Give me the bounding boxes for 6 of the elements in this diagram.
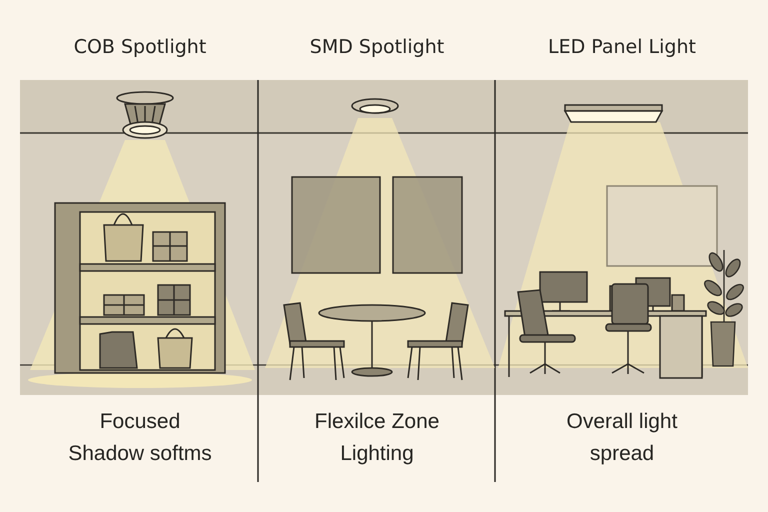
panel-heading: COB Spotlight xyxy=(72,36,208,58)
panel-heading: LED Panel Light xyxy=(547,36,697,58)
panel-caption: Flexilce Zone Lighting xyxy=(314,409,440,467)
panel-heading: SMD Spotlight xyxy=(308,36,446,58)
panel-caption: Overall light spread xyxy=(566,409,678,467)
panel-caption: Focused Shadow softms xyxy=(67,409,213,467)
